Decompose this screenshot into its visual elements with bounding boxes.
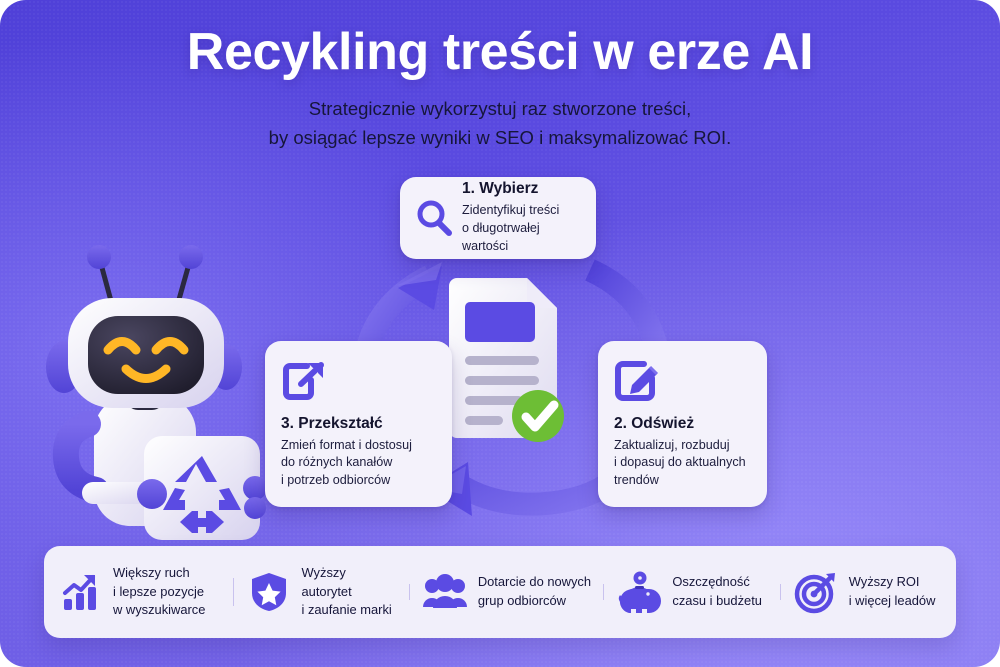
benefits-bar: Większy ruch i lepsze pozycje w wyszukiw… (44, 546, 956, 638)
benefit-item-authority[interactable]: Wyższy autorytet i zaufanie marki (232, 564, 409, 620)
target-dart-icon (794, 570, 838, 614)
benefit-item-audience[interactable]: Dotarcie do nowych grup odbiorców (408, 570, 604, 614)
benefit-savings-label: Oszczędność czasu i budżetu (672, 574, 762, 608)
step-3-desc-line-2: do różnych kanałów (281, 455, 393, 470)
benefit-roi-label: Wyższy ROI i więcej leadów (848, 574, 936, 608)
step-1-title: 1. Wybierz (462, 180, 539, 198)
growth-chart-icon (58, 570, 102, 614)
edit-pencil-icon (614, 355, 754, 407)
step-2-desc-line-3: trendów (614, 473, 659, 488)
piggy-bank-icon (617, 570, 662, 614)
step-3-desc-line-3: i potrzeb odbiorców (281, 473, 391, 488)
magnifier-icon (406, 198, 462, 238)
benefit-traffic-label: Większy ruch i lepsze pozycje w wyszukiw… (113, 564, 206, 618)
users-group-icon (422, 570, 467, 614)
step-2-desc-line-2: i dopasuj do aktualnych (614, 455, 746, 470)
step-card-2[interactable]: 2. Odśwież Zaktualizuj, rozbuduj i dopas… (598, 341, 767, 507)
step-1-desc-line-2: o długotrwałej wartości (462, 220, 540, 253)
shield-star-icon (247, 570, 291, 614)
step-2-desc-line-1: Zaktualizuj, rozbuduj (614, 437, 730, 452)
step-3-desc-line-1: Zmień format i dostosuj (281, 437, 412, 452)
benefit-item-traffic[interactable]: Większy ruch i lepsze pozycje w wyszukiw… (44, 564, 233, 620)
subtitle-line-2: by osiągać lepsze wyniki w SEO i maksyma… (268, 126, 732, 148)
recycle-symbol-icon (163, 456, 241, 533)
step-card-1[interactable]: 1. Wybierz Zidentyfikuj treści o długotr… (400, 177, 596, 259)
recycle-sign (144, 436, 260, 540)
benefit-authority-label: Wyższy autorytet i zaufanie marki (301, 564, 392, 618)
benefit-item-roi[interactable]: Wyższy ROI i więcej leadów (779, 570, 956, 614)
check-badge-icon (512, 390, 564, 442)
benefit-audience-label: Dotarcie do nowych grup odbiorców (477, 574, 592, 608)
page-title: Recykling treści w erze AI (186, 23, 814, 81)
transform-arrow-icon (281, 355, 439, 407)
step-3-title: 3. Przekształć (281, 415, 383, 432)
benefit-item-savings[interactable]: Oszczędność czasu i budżetu (603, 570, 779, 614)
step-1-desc-line-1: Zidentyfikuj treści (462, 202, 560, 217)
step-card-3[interactable]: 3. Przekształć Zmień format i dostosuj d… (265, 341, 452, 507)
robot-mascot (26, 236, 276, 540)
subtitle-line-1: Strategicznie wykorzystuj raz stworzone … (308, 98, 692, 120)
step-2-title: 2. Odśwież (614, 415, 695, 432)
document-approved-icon (443, 272, 573, 452)
header: Recykling treści w erze AI Strategicznie… (0, 23, 1000, 153)
